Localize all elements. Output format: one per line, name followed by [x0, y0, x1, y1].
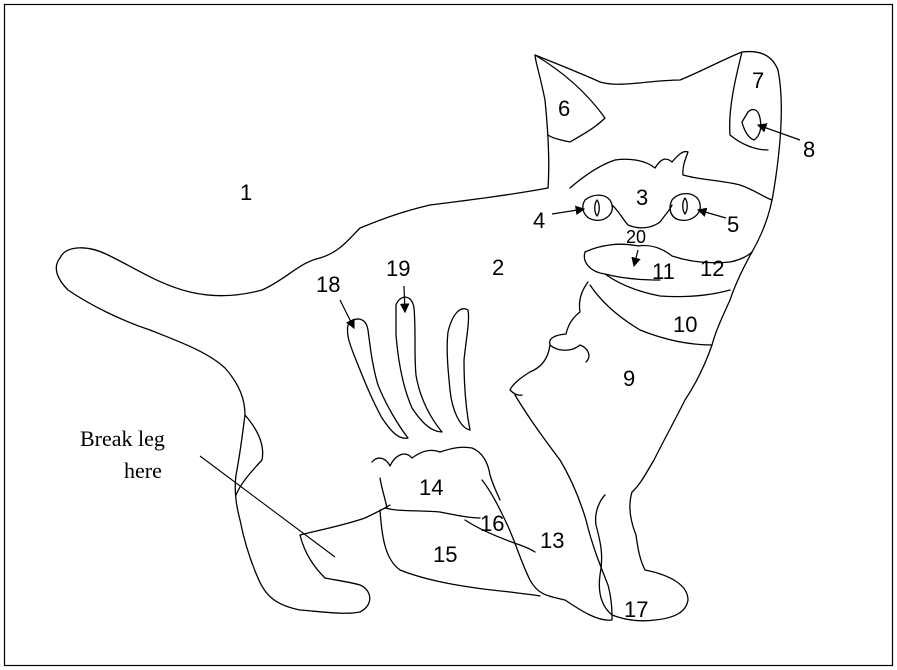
left-foreleg-outline	[481, 394, 613, 621]
label-9: 9	[623, 366, 635, 391]
forehead-outline	[569, 150, 773, 201]
arrow-20	[631, 249, 641, 268]
ruff-outline	[509, 281, 590, 396]
label-6: 6	[558, 96, 570, 121]
label-5: 5	[727, 212, 739, 237]
label-12: 12	[700, 256, 724, 281]
label-14: 14	[419, 475, 443, 500]
label-19: 19	[386, 256, 410, 281]
arrow-4	[551, 205, 586, 216]
label-16: 16	[480, 511, 504, 536]
label-18: 18	[316, 272, 340, 297]
label-17: 17	[624, 597, 648, 622]
label-20: 20	[626, 227, 646, 247]
label-8: 8	[803, 137, 815, 162]
foreleg-outline	[594, 491, 689, 622]
arrow-19	[399, 285, 410, 314]
label-3: 3	[636, 185, 648, 210]
stripe-19-outline	[395, 296, 443, 433]
belly-outline	[379, 507, 541, 597]
chin-outline	[589, 284, 713, 346]
eye-right	[669, 193, 701, 221]
arrow-5	[696, 207, 727, 219]
stripe-18-outline	[346, 318, 409, 439]
diagram-border	[3, 3, 894, 667]
arrow-18	[339, 299, 355, 330]
pupil-right	[682, 197, 688, 215]
label-1: 1	[240, 180, 252, 205]
break-leg-label-line2: here	[124, 458, 162, 483]
nose-bridge	[611, 204, 673, 229]
ear-right-outline	[729, 51, 769, 151]
ear-left-outline	[534, 54, 606, 143]
rump-outline	[55, 257, 371, 614]
break-leg-label-line1: Break leg	[80, 426, 165, 451]
label-15: 15	[433, 542, 457, 567]
label-4: 4	[533, 208, 545, 233]
stripe-3-outline	[446, 308, 471, 431]
ear-inner-8	[741, 108, 762, 141]
label-10: 10	[673, 312, 697, 337]
tail-outline	[59, 187, 549, 297]
region-14-outline	[371, 446, 501, 509]
eye-left	[582, 194, 613, 221]
label-11: 11	[652, 259, 675, 284]
label-7: 7	[752, 68, 764, 93]
break-leg-pointer	[199, 455, 336, 558]
arrow-8	[756, 123, 801, 141]
hind-leg-outline	[235, 414, 391, 579]
muzzle-outline	[583, 243, 753, 298]
chest-outline	[534, 50, 782, 493]
label-13: 13	[540, 528, 564, 553]
pupil-left	[594, 199, 600, 217]
label-2: 2	[492, 255, 504, 280]
